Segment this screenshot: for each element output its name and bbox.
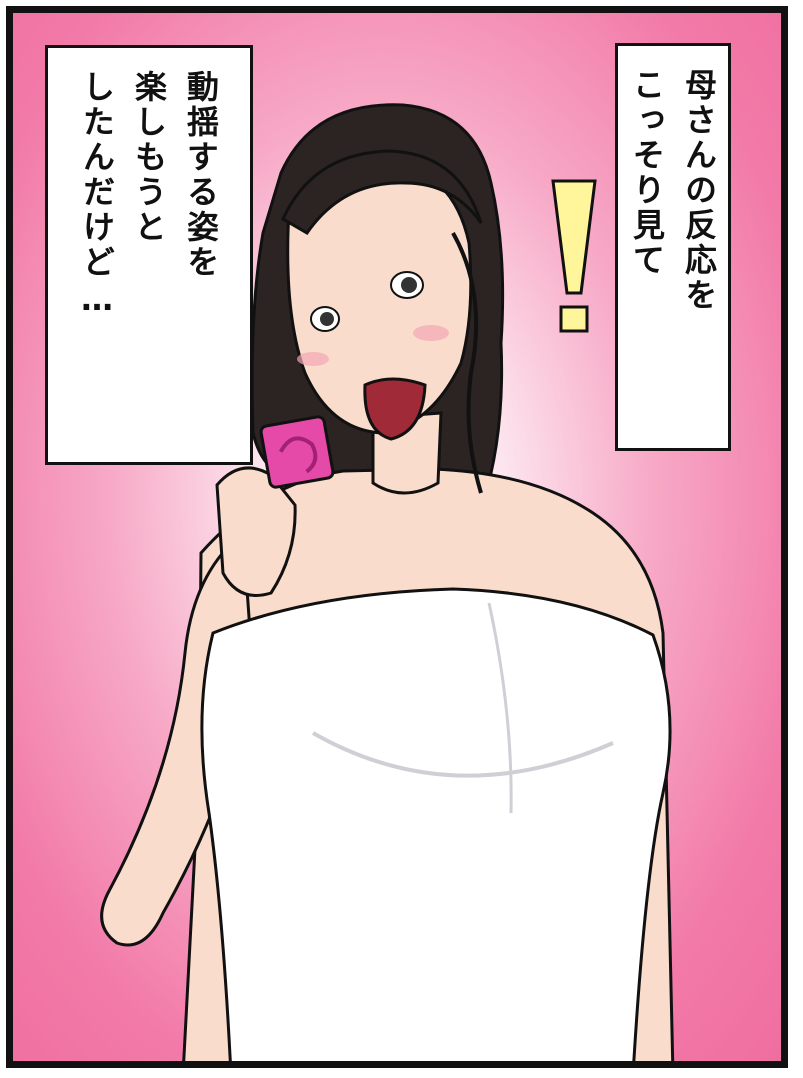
caption-box-right: 母さんの反応を こっそり見て [615,43,731,451]
hair-front [281,149,483,235]
caption-left-line-2: 楽しもうと [130,70,168,245]
condom-wrapper-icon [259,415,335,489]
caption-box-left: 動揺する姿を 楽しもうと したんだけど… [45,45,253,465]
caption-right-line-2: こっそり見て [628,68,666,278]
panel-artwork [100,103,675,1061]
face [286,161,473,441]
caption-left-line-1: 動揺する姿を [182,70,220,280]
caption-left-line-3: したんだけど… [78,70,116,321]
caption-right-line-1: 母さんの反応を [680,68,718,313]
hand [215,466,297,597]
exclamation-mark-icon [551,179,597,333]
panel-frame: 母さんの反応を こっそり見て 動揺する姿を 楽しもうと したんだけど… [6,6,788,1068]
towel [200,587,672,1061]
